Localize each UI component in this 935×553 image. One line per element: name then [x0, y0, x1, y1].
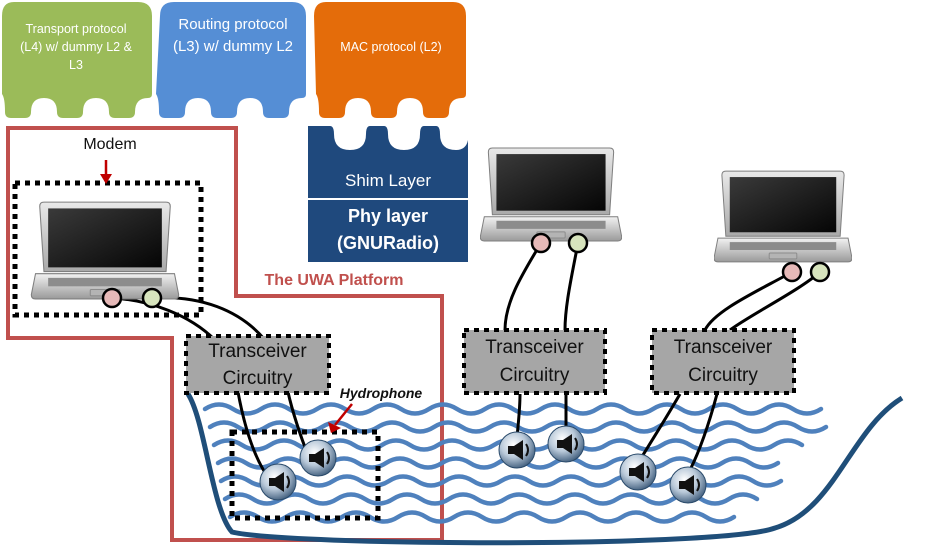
- hydrophone-icon: [498, 431, 536, 469]
- laptop-icon: [30, 201, 180, 300]
- transceiver-box: [462, 328, 607, 395]
- transport-layer-label: Transport protocol (L4) w/ dummy L2 & L3: [20, 22, 132, 72]
- hydrophone-icon: [299, 439, 337, 477]
- arrow-icon: [328, 403, 353, 433]
- connector-green: [141, 287, 163, 309]
- connector-red: [781, 261, 803, 283]
- connector-red: [530, 232, 552, 254]
- shim-layer-shape: [308, 126, 468, 198]
- hydrophone-icon: [669, 466, 707, 504]
- connector-green: [809, 261, 831, 283]
- transceiver-label-line2: Circuitry: [222, 368, 293, 389]
- platform-label: The UWA Platform: [264, 272, 404, 289]
- mac-layer-shape: [314, 2, 466, 118]
- phy-layer-label-line2: (GNURadio): [337, 233, 439, 253]
- mac-layer-label: MAC protocol (L2): [340, 40, 442, 54]
- transceiver-label-line1: Transceiver: [208, 341, 307, 362]
- transceiver-label-line1: Transceiver: [673, 337, 773, 358]
- water-body: [185, 392, 904, 546]
- hydrophone-icon: [259, 463, 297, 501]
- modem-dotted-box: [12, 180, 204, 318]
- transceiver-label-line2: Circuitry: [499, 365, 570, 386]
- modem-label: Modem: [83, 136, 137, 153]
- phy-layer-shape: [308, 200, 468, 262]
- phy-layer-label-line1: Phy layer: [347, 206, 429, 226]
- hydrophone-icon: [547, 425, 585, 463]
- hydrophone-label: Hydrophone: [339, 385, 423, 401]
- connector-green: [567, 232, 589, 254]
- shim-layer-label: Shim Layer: [345, 171, 431, 190]
- transceiver-label-line1: Transceiver: [485, 337, 584, 358]
- routing-layer-shape: [156, 2, 306, 118]
- connectors: [101, 232, 831, 309]
- hydrophone-icon: [619, 453, 657, 491]
- transceiver-label-line2: Circuitry: [688, 365, 758, 386]
- transport-layer-shape: [2, 2, 152, 118]
- laptop-icon: [480, 147, 622, 242]
- hydrophone-dotted-box: [229, 429, 381, 521]
- transceiver-box: [184, 334, 331, 395]
- laptop-icon: [714, 170, 852, 263]
- uwa-platform-outline: [6, 126, 444, 542]
- connector-red: [101, 287, 123, 309]
- routing-layer-label: Routing protocol (L3) w/ dummy L2: [172, 16, 294, 55]
- transceiver-box: [650, 328, 796, 395]
- arrow-icon: [100, 160, 112, 184]
